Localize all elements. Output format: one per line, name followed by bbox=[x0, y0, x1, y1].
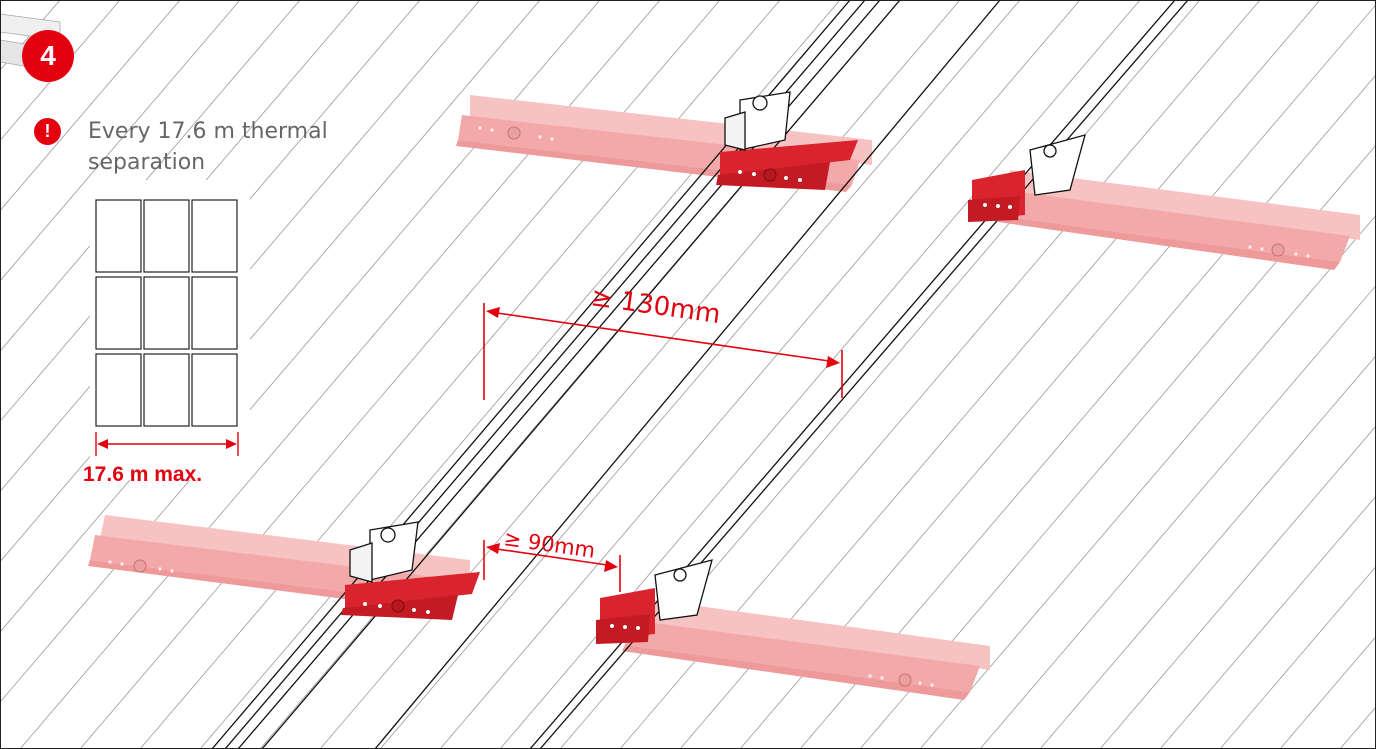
dimension-label-130mm: ≥ 130mm bbox=[589, 282, 722, 330]
middle-clamp-top bbox=[716, 91, 858, 190]
end-clamp-bottom bbox=[596, 559, 713, 644]
roof-seam-line bbox=[439, 0, 1081, 749]
rail-bottom-right bbox=[622, 598, 990, 700]
roof-seam-line bbox=[799, 74, 1376, 749]
roof-seam-line bbox=[979, 284, 1376, 749]
roof-seam-line bbox=[1219, 565, 1376, 749]
module-grid bbox=[90, 180, 250, 480]
grid-width-dimension bbox=[95, 432, 239, 456]
module-panel bbox=[143, 276, 190, 350]
module-panel bbox=[143, 353, 190, 427]
module-panel bbox=[191, 353, 238, 427]
roof-seam-line bbox=[0, 0, 181, 212]
module-panel bbox=[95, 353, 142, 427]
exclamation-icon: ! bbox=[34, 118, 61, 145]
max-length-label: 17.6 m max. bbox=[83, 463, 203, 486]
module-panel bbox=[191, 199, 238, 273]
roof-seam-line bbox=[0, 0, 361, 422]
end-clamp-top-right bbox=[968, 134, 1086, 222]
roof-seam-line bbox=[0, 0, 301, 352]
roof-seam-line bbox=[1279, 636, 1376, 749]
roof-seam-line bbox=[739, 4, 1376, 749]
roof-seam-line bbox=[1099, 425, 1376, 749]
dimension-130mm bbox=[483, 303, 843, 400]
module-panel bbox=[95, 199, 142, 273]
module-panel bbox=[191, 276, 238, 350]
thermal-separation-note: Every 17.6 m thermal separation bbox=[88, 119, 328, 175]
roof-seam-line bbox=[0, 0, 541, 633]
dimension-90mm bbox=[483, 540, 621, 592]
roof-seam-line bbox=[919, 214, 1376, 749]
rail-top-right bbox=[998, 170, 1360, 270]
roof-seam-line bbox=[1159, 495, 1376, 749]
module-panel bbox=[143, 199, 190, 273]
roof-seam-line bbox=[0, 0, 121, 142]
step-number-badge: 4 bbox=[22, 30, 74, 82]
roof-seam-line bbox=[319, 0, 961, 749]
roof-seam-line bbox=[859, 144, 1376, 749]
middle-clamp-bottom bbox=[341, 521, 480, 620]
roof-seam-line bbox=[1339, 706, 1376, 749]
roof-seam-line bbox=[0, 0, 241, 282]
roof-seam-line bbox=[0, 0, 61, 71]
module-panel bbox=[95, 276, 142, 350]
roof-seam-line bbox=[379, 0, 1021, 749]
roof-seam-line bbox=[1039, 355, 1376, 749]
